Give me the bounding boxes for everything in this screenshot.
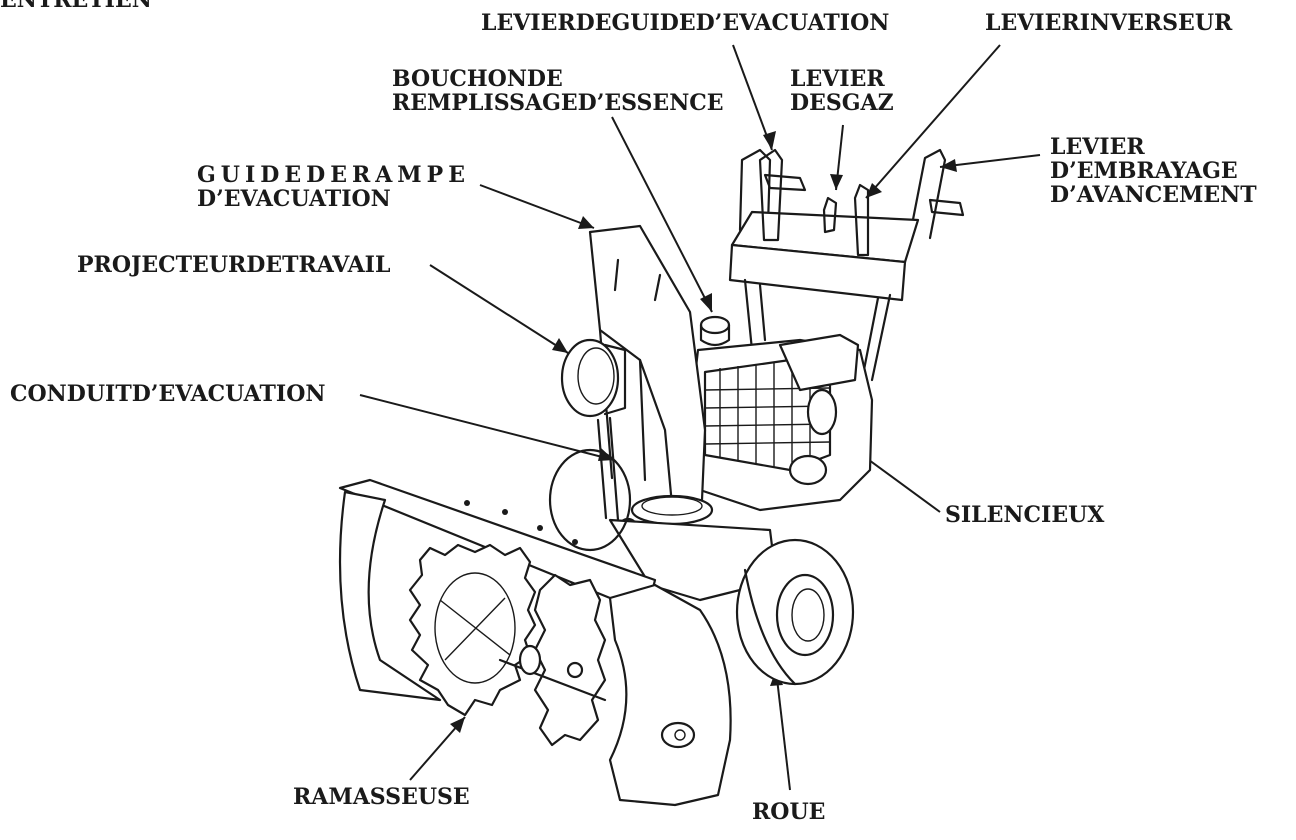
label-levier-inverseur: LEVIERINVERSEUR [985, 10, 1233, 36]
label-ramasseuse: RAMASSEUSE [293, 784, 470, 810]
discharge-chute [588, 224, 714, 539]
handlebar-assembly [728, 148, 965, 382]
leader-embrayage [939, 154, 1041, 168]
leader-bouchon [611, 116, 713, 313]
label-projecteur-travail: PROJECTEURDETRAVAIL [77, 252, 391, 278]
engine [688, 315, 874, 512]
leader-guide-rampe [479, 184, 595, 229]
auger-housing [338, 478, 732, 807]
label-silencieux: SILENCIEUX [945, 502, 1105, 528]
auger-ramasseuse [408, 543, 607, 747]
label-levier-guide-evacuation: LEVIERDEGUIDED’EVACUATION [481, 10, 890, 36]
label-guide-rampe-evacuation: GUIDEDERAMPE D’EVACUATION [197, 163, 470, 211]
work-light [560, 338, 627, 418]
label-embrayage-line2: D’EMBRAYAGE [1050, 158, 1238, 184]
cut-header-text: ENTRETIEN [0, 0, 152, 13]
label-bouchon-line1: BOUCHONDE [392, 66, 563, 92]
leader-levier-inverseur [865, 44, 1001, 199]
label-guide-rampe-line1: GUIDEDERAMPE [197, 162, 470, 188]
label-levier-gaz-line2: DESGAZ [790, 90, 894, 116]
label-levier-des-gaz: LEVIER DESGAZ [790, 67, 894, 115]
leader-levier-guide [732, 44, 773, 151]
wheel [735, 538, 855, 686]
label-levier-embrayage: LEVIER D’EMBRAYAGE D’AVANCEMENT [1050, 135, 1257, 207]
label-guide-rampe-line2: D’EVACUATION [197, 186, 391, 212]
label-roue: ROUE [752, 799, 826, 825]
label-levier-gaz-line1: LEVIER [790, 66, 885, 92]
leader-conduit [359, 394, 615, 461]
label-conduit-evacuation: CONDUITD’EVACUATION [10, 381, 326, 407]
leader-projecteur [429, 264, 569, 354]
label-embrayage-line1: LEVIER [1050, 134, 1145, 160]
label-embrayage-line3: D’AVANCEMENT [1050, 182, 1257, 208]
label-bouchon-remplissage: BOUCHONDE REMPLISSAGED’ESSENCE [392, 67, 724, 115]
leader-roue [775, 669, 791, 791]
label-bouchon-line2: REMPLISSAGED’ESSENCE [392, 90, 724, 116]
